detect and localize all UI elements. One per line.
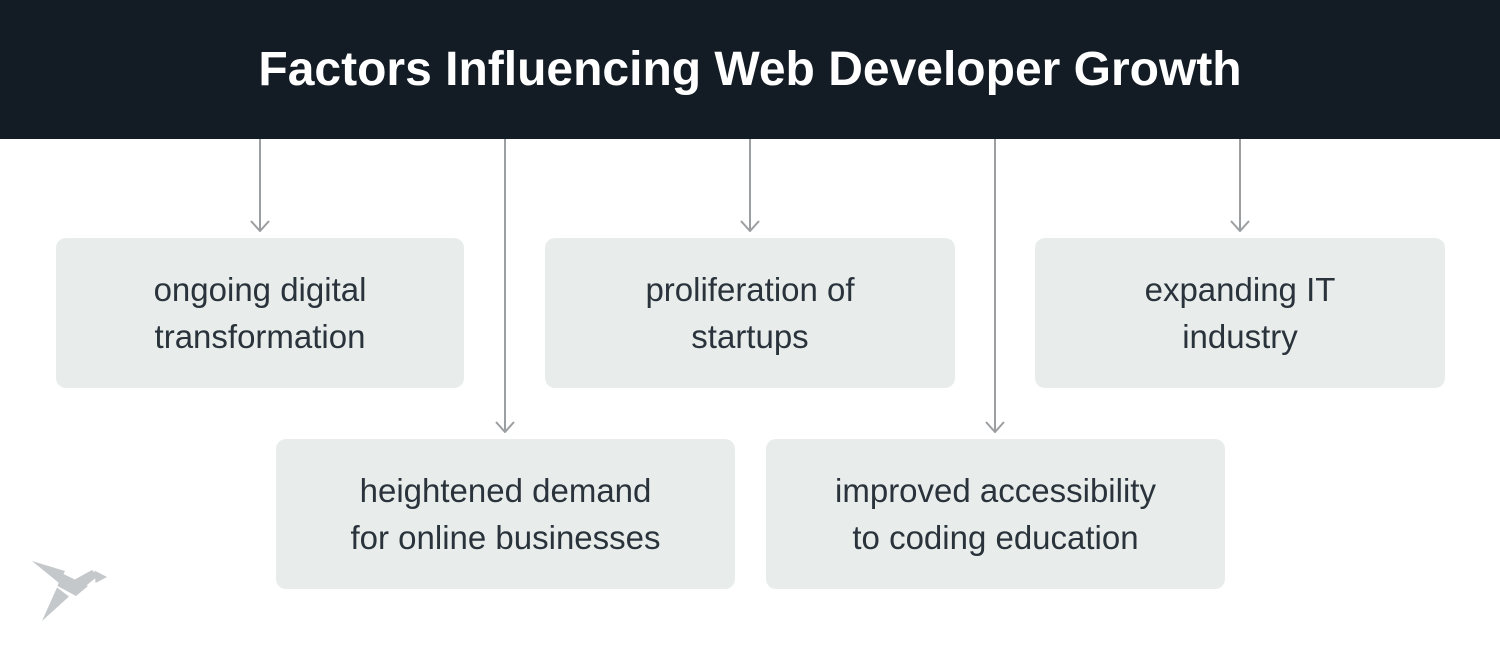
factor-box: heightened demand for online businesses	[276, 439, 735, 589]
factor-box-line: proliferation of	[645, 271, 855, 308]
down-arrow	[1230, 139, 1250, 232]
factor-box-line: expanding IT	[1144, 271, 1336, 308]
down-arrow	[250, 139, 270, 232]
down-arrow	[740, 139, 760, 232]
header-bar: Factors Influencing Web Developer Growth	[0, 0, 1500, 139]
factor-box-line: heightened demand	[359, 472, 652, 509]
factor-box: ongoing digital transformation	[56, 238, 464, 388]
down-arrow	[495, 139, 515, 433]
factor-box: expanding IT industry	[1035, 238, 1445, 388]
factor-box-line: to coding education	[852, 519, 1139, 556]
down-arrow	[985, 139, 1005, 433]
factor-box: improved accessibility to coding educati…	[766, 439, 1225, 589]
factor-box-line: startups	[691, 318, 809, 355]
factor-box-line: ongoing digital	[153, 271, 367, 308]
factor-box: proliferation of startups	[545, 238, 955, 388]
factor-box-line: improved accessibility	[835, 472, 1156, 509]
factor-box-line: for online businesses	[350, 519, 661, 556]
factor-box-line: transformation	[154, 318, 366, 355]
page-title: Factors Influencing Web Developer Growth	[258, 43, 1242, 96]
origami-bird-logo	[32, 561, 107, 621]
factor-box-line: industry	[1182, 318, 1298, 355]
